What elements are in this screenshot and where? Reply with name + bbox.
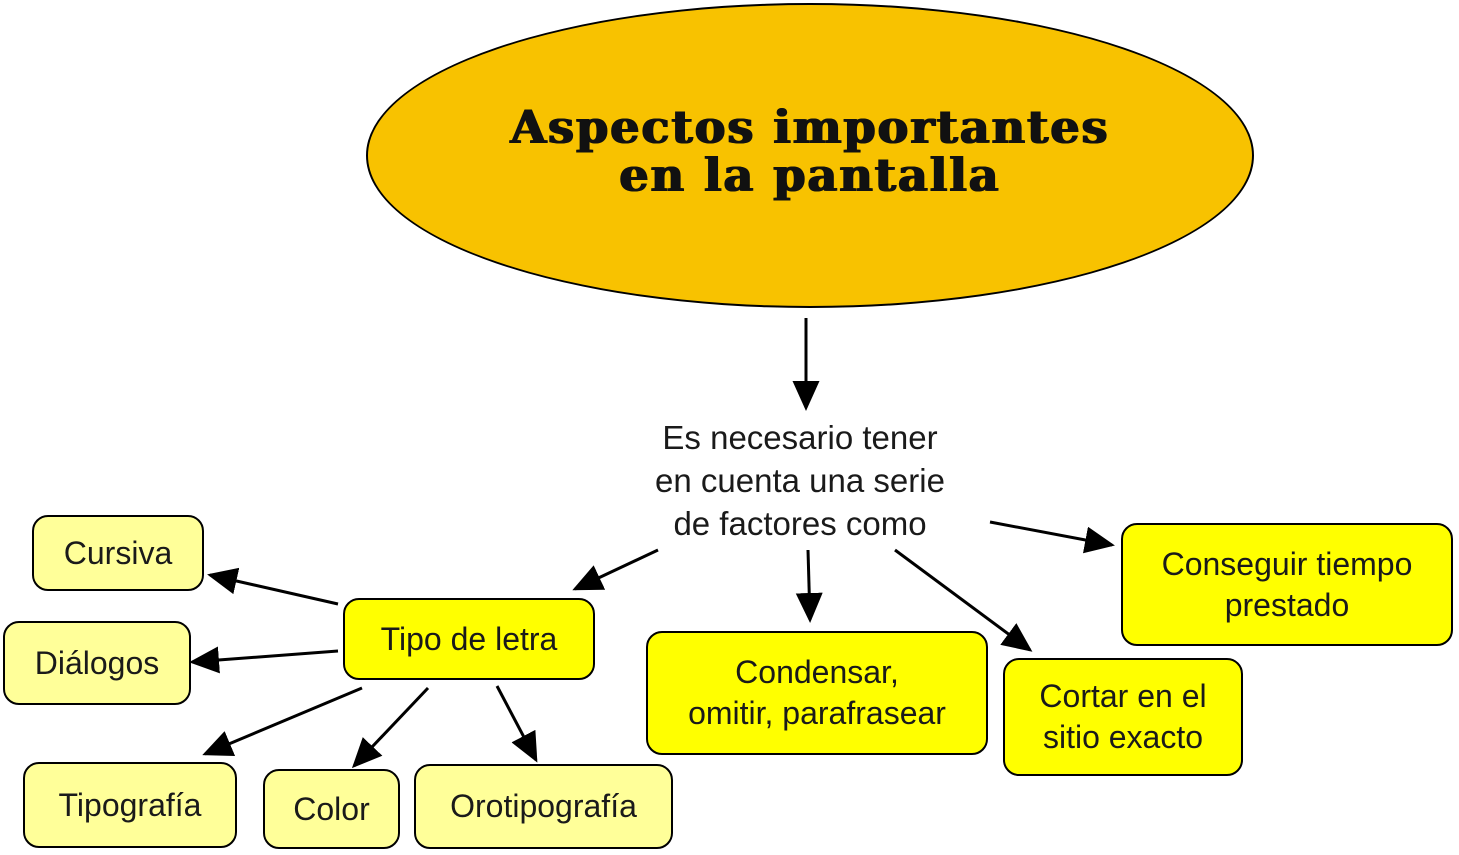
arrow-tipo-letra-to-cursiva xyxy=(207,567,339,606)
node-tipografia: Tipografía xyxy=(23,762,237,848)
node-orotipografia-label: Orotipografía xyxy=(450,788,637,824)
node-orotipografia: Orotipografía xyxy=(414,764,673,849)
arrow-central-to-tipo-letra xyxy=(572,548,659,591)
node-condensar: Condensar, omitir, parafrasear xyxy=(646,631,988,755)
node-condensar-line-1: Condensar, xyxy=(735,654,899,690)
node-tipo-de-letra-label: Tipo de letra xyxy=(380,620,558,657)
central-line-3: de factores como xyxy=(673,505,927,542)
title-line-1: Aspectos importantes xyxy=(510,99,1110,154)
node-cortar: Cortar en el sitio exacto xyxy=(1003,658,1243,776)
node-cortar-line-2: sitio exacto xyxy=(1042,719,1204,755)
node-dialogos-label: Diálogos xyxy=(34,644,160,681)
node-cursiva-label: Cursiva xyxy=(63,534,173,571)
node-conseguir: Conseguir tiempo prestado xyxy=(1121,523,1453,646)
central-text: Es necesario tener en cuenta una serie d… xyxy=(600,416,1000,545)
title-ellipse: Aspectos importantes en la pantalla xyxy=(366,3,1254,308)
node-dialogos: Diálogos xyxy=(3,621,191,705)
node-color: Color xyxy=(263,769,400,849)
arrow-central-to-condensar xyxy=(795,549,823,623)
node-conseguir-line-1: Conseguir tiempo xyxy=(1161,545,1413,582)
central-line-2: en cuenta una serie xyxy=(655,462,945,499)
arrow-tipo-letra-to-dialogos xyxy=(189,646,339,674)
node-cursiva: Cursiva xyxy=(32,515,204,591)
node-condensar-line-2: omitir, parafrasear xyxy=(688,695,946,731)
arrow-central-to-cortar xyxy=(894,548,1033,652)
arrow-tipo-letra-to-color xyxy=(351,686,430,769)
node-conseguir-line-2: prestado xyxy=(1224,586,1350,623)
node-color-label: Color xyxy=(293,790,370,827)
central-line-1: Es necesario tener xyxy=(662,419,938,456)
node-tipo-de-letra: Tipo de letra xyxy=(343,598,595,680)
arrow-tipo-letra-to-tipografia xyxy=(202,686,363,756)
diagram-title: Aspectos importantes en la pantalla xyxy=(510,103,1109,199)
title-line-2: en la pantalla xyxy=(619,147,1001,202)
node-tipografia-label: Tipografía xyxy=(58,786,202,823)
node-cortar-line-1: Cortar en el xyxy=(1039,678,1207,714)
arrow-tipo-letra-to-orotipografia xyxy=(495,685,538,763)
arrow-central-to-conseguir xyxy=(989,520,1115,554)
